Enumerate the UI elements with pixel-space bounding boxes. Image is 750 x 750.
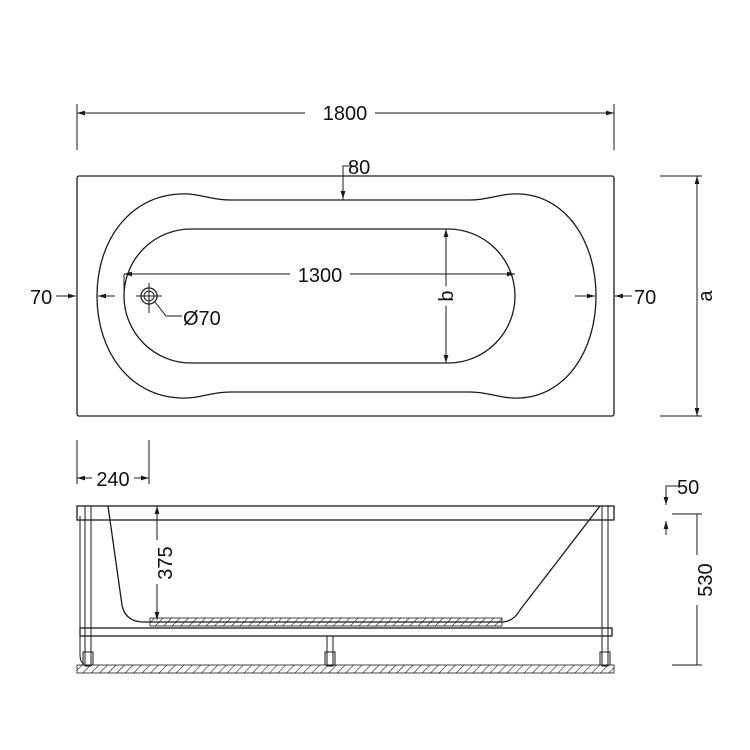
top-view: 1800 80 70 70 1300 b Ø70 a [30,102,717,491]
dimension-length-label: 1800 [323,103,368,125]
floor-hatch [76,664,615,674]
rim-height-label: 50 [677,477,699,499]
drain-icon [136,283,182,317]
side-view: 375 50 530 [76,477,717,674]
drain-diameter-label: Ø70 [183,308,221,330]
tub-base-hatch [149,617,503,627]
support-frame [79,627,613,637]
right-edge-label: 70 [634,287,656,309]
total-height-label: 530 [695,563,717,596]
tub-outline-top [76,175,615,417]
overall-width-label: a [695,290,717,302]
depth-label: 375 [155,546,177,579]
left-edge-label: 70 [30,287,52,309]
support-legs [82,505,611,667]
inner-length-label: 1300 [298,265,343,287]
rim-width-label: 80 [348,157,370,179]
tub-profile [107,505,601,623]
tub-rim-side [76,505,615,521]
drain-offset-label: 240 [96,469,129,491]
inner-width-label: b [436,290,458,301]
tub-bowl-outer [96,193,597,399]
